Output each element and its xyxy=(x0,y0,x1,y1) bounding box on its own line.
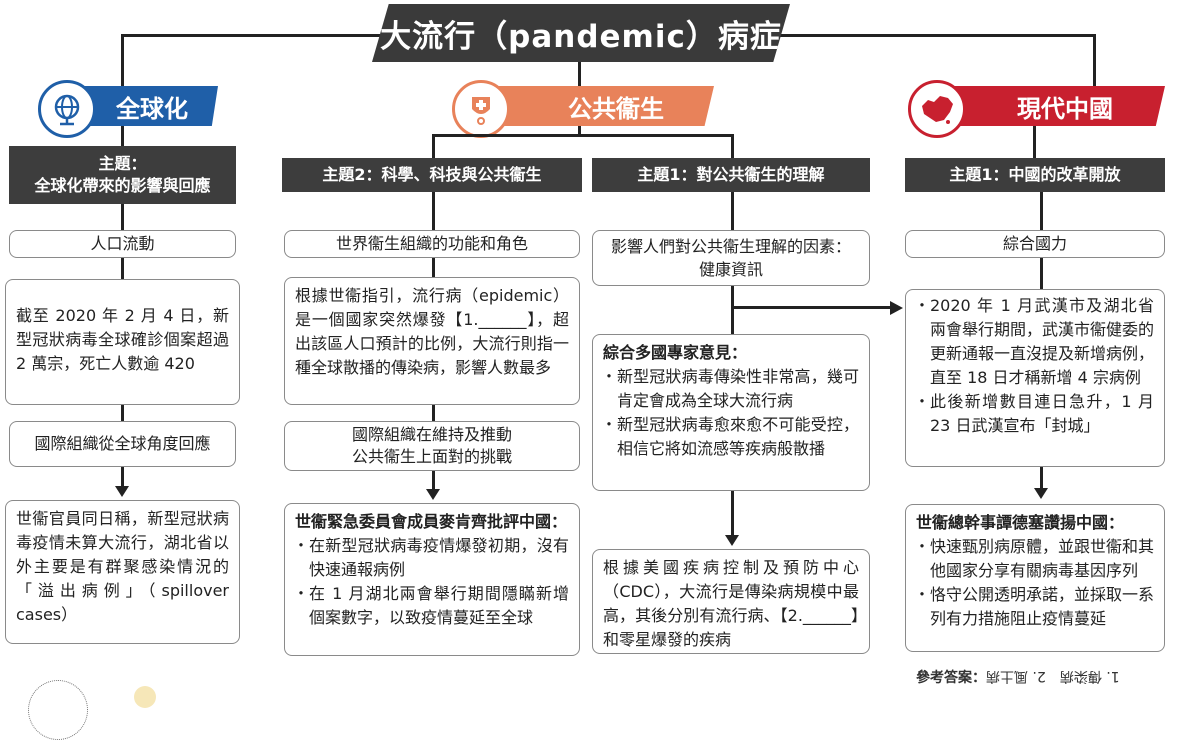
connector xyxy=(731,490,734,536)
medical-badge-icon xyxy=(452,80,510,138)
col2-subtopic-1: 世界衞生組織的功能和角色 xyxy=(284,230,580,258)
connector xyxy=(121,404,124,422)
col4-text-2: 世衞總幹事譚德塞讚揚中國： 快速甄別病原體，並跟世衞和其他國家分享有關病毒基因序… xyxy=(905,504,1165,652)
connector xyxy=(1040,257,1043,289)
col1-subtopic-2: 國際組織從全球角度回應 xyxy=(9,421,236,467)
col3-text-1: 綜合多國專家意見： 新型冠狀病毒傳染性非常高，幾可肯定會成為全球大流行病 新型冠… xyxy=(592,334,870,491)
reference-answer: 參考答案： 1. 傳染病 2. 風土病 xyxy=(916,664,1176,690)
col4-subtopic-1: 綜合國力 xyxy=(905,230,1165,258)
col2-text-2: 世衞緊急委員會成員麥肯齊批評中國： 在新型冠狀病毒疫情爆發初期，沒有快速通報病例… xyxy=(284,503,580,656)
arrow-right-icon xyxy=(890,301,903,315)
answer-label: 參考答案： xyxy=(916,670,986,686)
connector-center-drop xyxy=(578,62,581,86)
category-label: 公共衞生 xyxy=(568,94,664,123)
col4-text-1: 2020 年 1 月武漢市及湖北省兩會舉行期間，武漢市衞健委的更新通報一直沒提及… xyxy=(905,289,1165,467)
connector xyxy=(121,204,124,230)
theme-col4: 主題1：中國的改革開放 xyxy=(905,158,1165,192)
connector xyxy=(432,134,732,137)
col3-subtopic-1: 影響人們對公共衞生理解的因素： 健康資訊 xyxy=(592,230,870,286)
connector xyxy=(1040,466,1043,490)
connector xyxy=(731,285,734,335)
connector xyxy=(432,257,435,277)
list-item: 恪守公開透明承諾，並採取一系列有力措施阻止疫情蔓延 xyxy=(914,583,1154,631)
arrow-down-icon xyxy=(426,489,440,500)
main-title: 大流行（pandemic）病症 xyxy=(372,4,790,62)
connector xyxy=(432,134,435,160)
col2-text-1: 根據世衞指引，流行病（epidemic）是一個國家突然爆發【1.______】，… xyxy=(284,277,580,405)
list-item: 快速甄別病原體，並跟世衞和其他國家分享有關病毒基因序列 xyxy=(914,535,1154,583)
theme-col1: 主題： 全球化帶來的影響與回應 xyxy=(9,146,236,204)
list-item: 在新型冠狀病毒疫情爆發初期，沒有快速通報病例 xyxy=(293,534,569,582)
list-item: 在 1 月湖北兩會舉行期間隱瞞新增個案數字，以致疫情蔓延至全球 xyxy=(293,582,569,630)
category-label: 全球化 xyxy=(116,94,188,123)
connector xyxy=(121,257,124,279)
connector xyxy=(121,465,124,489)
connector xyxy=(1040,192,1043,230)
col1-subtopic-1: 人口流動 xyxy=(9,230,236,258)
category-public-health: 公共衞生 xyxy=(478,86,714,126)
col4-text-2-lead: 世衞總幹事譚德塞讚揚中國： xyxy=(916,513,1125,532)
col1-text-2: 世衞官員同日稱，新型冠狀病毒疫情未算大流行，湖北省以外主要是有群聚感染情況的「溢… xyxy=(5,500,240,644)
arrow-down-icon xyxy=(115,486,129,497)
arrow-down-icon xyxy=(725,535,739,546)
list-item: 新型冠狀病毒愈來愈不可能受控，相信它將如流感等疾病般散播 xyxy=(601,413,859,461)
list-item: 此後新增數目連日急升，1 月 23 日武漢宣布「封城」 xyxy=(914,390,1154,438)
theme-col3: 主題1：對公共衞生的理解 xyxy=(592,158,870,192)
answer-text: 1. 傳染病 2. 風土病 xyxy=(986,668,1120,684)
decorative-circle xyxy=(28,680,88,740)
connector-left-drop xyxy=(121,34,124,86)
connector xyxy=(432,470,435,490)
col3-text-2: 根據美國疾病控制及預防中心（CDC），大流行是傳染病規模中最高，其後分別有流行病… xyxy=(592,549,870,654)
connector xyxy=(432,192,435,230)
category-modern-china: 現代中國 xyxy=(935,86,1165,126)
arrow-down-icon xyxy=(1034,488,1048,499)
connector xyxy=(1033,126,1036,160)
col2-text-2-lead: 世衞緊急委員會成員麥肯齊批評中國： xyxy=(295,512,568,531)
connector xyxy=(432,404,435,422)
col3-text-1-lead: 綜合多國專家意見： xyxy=(603,343,748,362)
connector xyxy=(121,126,124,148)
decorative-dot xyxy=(134,686,156,708)
list-item: 2020 年 1 月武漢市及湖北省兩會舉行期間，武漢市衞健委的更新通報一直沒提及… xyxy=(914,294,1154,390)
connector xyxy=(578,126,581,136)
connector xyxy=(731,306,891,309)
connector-right-drop xyxy=(1093,34,1096,86)
globe-icon xyxy=(38,80,96,138)
col1-text-1: 截至 2020 年 2 月 4 日，新型冠狀病毒全球確診個案超過 2 萬宗，死亡… xyxy=(5,279,240,405)
col2-subtopic-2: 國際組織在維持及推動 公共衞生上面對的挑戰 xyxy=(284,421,580,471)
category-label: 現代中國 xyxy=(1017,94,1113,123)
connector xyxy=(731,134,734,160)
list-item: 新型冠狀病毒傳染性非常高，幾可肯定會成為全球大流行病 xyxy=(601,365,859,413)
china-map-icon xyxy=(908,80,966,138)
theme-col2: 主題2：科學、科技與公共衞生 xyxy=(282,158,582,192)
connector xyxy=(731,192,734,230)
